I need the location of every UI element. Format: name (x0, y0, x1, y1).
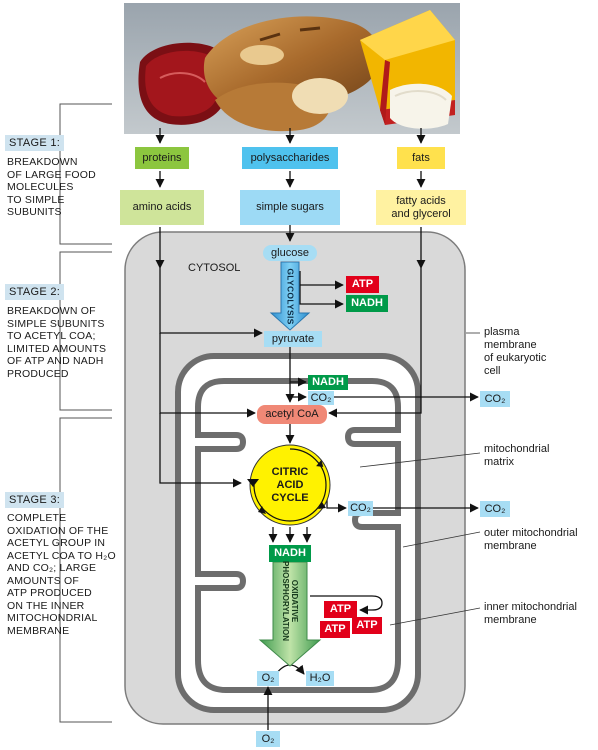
simple-sugars-box: simple sugars (240, 190, 340, 225)
stage-3-line: COMPLETE (7, 512, 67, 524)
glycolysis-arrow (269, 261, 311, 331)
oxidative-phosphorylation-arrow (258, 561, 322, 667)
pyruvate-box: pyruvate (264, 331, 322, 347)
stage-3-description: COMPLETE OXIDATION OF THE ACETYL GROUP I… (7, 512, 116, 637)
co2-out-box-2: CO₂ (480, 501, 510, 517)
stage-2-description: BREAKDOWN OF SIMPLE SUBUNITS TO ACETYL C… (7, 305, 106, 380)
stage-1-description: BREAKDOWN OF LARGE FOOD MOLECULES TO SIM… (7, 156, 96, 219)
fatty-acids-line: and glycerol (391, 207, 451, 220)
food-photo (124, 3, 460, 134)
o2-mito-box: O₂ (257, 671, 279, 686)
atp-glycolysis-box: ATP (346, 276, 379, 293)
matrix-line: mitochondrial (484, 443, 550, 455)
amino-acids-box: amino acids (120, 190, 204, 225)
glycolysis-label: GLYCOLYSIS (285, 267, 296, 325)
oxphos-label: OXIDATIVE PHOSPHORYLATION (281, 561, 299, 641)
bread-image (203, 16, 381, 132)
stage-3-line: ACETYL GROUP IN (7, 537, 106, 549)
atp-oxphos-box-3: ATP (352, 617, 382, 634)
plasma-membrane-line: of eukaryotic (484, 352, 547, 364)
oxphos-line: PHOSPHORYLATION (281, 560, 291, 642)
stage-3-line: MITOCHONDRIAL (7, 612, 98, 624)
oxphos-label-wrap: OXIDATIVE PHOSPHORYLATION (276, 561, 304, 641)
co2-out-box-1: CO₂ (480, 391, 510, 407)
arrow-glycolysis-to-nadh (299, 285, 344, 309)
cycle-line: CYCLE (271, 491, 309, 504)
plasma-membrane-line: cell (484, 365, 501, 377)
inner-membrane-line: inner mitochondrial (484, 601, 577, 613)
stage-3-line: ON THE INNER (7, 599, 85, 612)
plasma-membrane-line: plasma (484, 326, 520, 338)
matrix-line: matrix (484, 456, 514, 468)
inner-membrane-label: inner mitochondrial membrane (484, 601, 577, 627)
glucose-box: glucose (263, 245, 317, 261)
stage-3-title: STAGE 3: (5, 492, 65, 508)
plasma-membrane-label: plasma membrane of eukaryotic cell (484, 326, 546, 378)
nadh-cycle-box: NADH (269, 545, 311, 562)
stage-3-line: AND CO₂; LARGE (7, 562, 97, 574)
atp-oxphos-box-1: ATP (324, 601, 357, 618)
nadh-pyruvate-box: NADH (308, 375, 348, 390)
stage-3-line: ACETYL CoA TO H₂O (7, 549, 116, 562)
stage-3-line: AMOUNTS OF (7, 574, 79, 587)
fatty-acids-line: fatty acids (396, 194, 446, 207)
stage-2-line: OF ATP AND NADH (7, 355, 104, 367)
stage-1-line: OF LARGE FOOD (7, 168, 96, 181)
citric-acid-cycle-label: CITRIC ACID CYCLE (260, 460, 320, 510)
stage-brackets (59, 103, 112, 723)
label-pointer-lines (359, 332, 481, 626)
acetyl-coa-box: acetyl CoA (257, 405, 327, 424)
outer-membrane-line: outer mitochondrial (484, 527, 578, 539)
stage-1-title: STAGE 1: (5, 135, 65, 151)
stage-1-line: BREAKDOWN (7, 156, 78, 168)
stage-2-title: STAGE 2: (5, 284, 65, 300)
outer-membrane-label: outer mitochondrial membrane (484, 527, 578, 553)
stage-2-line: SIMPLE SUBUNITS (7, 317, 105, 330)
matrix-label: mitochondrial matrix (484, 443, 549, 469)
cycle-line: CITRIC (271, 465, 309, 478)
citric-acid-cycle-circle (247, 444, 331, 526)
stage-3-line: ATP PRODUCED (7, 587, 92, 599)
stage-3-line: MEMBRANE (7, 624, 70, 637)
proteins-box: proteins (135, 147, 189, 169)
stage-2-line: LIMITED AMOUNTS (7, 342, 107, 355)
cytosol-label: CYTOSOL (188, 262, 241, 274)
cheese-image (360, 10, 455, 129)
arrow-oxphos-to-atp (310, 595, 383, 615)
o2-outside-box: O₂ (256, 731, 280, 747)
fatty-acids-box: fatty acids and glycerol (376, 190, 466, 225)
glycolysis-label-wrap: GLYCOLYSIS (277, 268, 303, 324)
fats-box: fats (397, 147, 445, 169)
co2-cycle-box: CO₂ (348, 501, 373, 516)
stage-3-line: OXIDATION OF THE (7, 524, 109, 537)
plasma-membrane-line: membrane (484, 339, 537, 351)
arrow-amino-acids-to-cycle (159, 413, 242, 488)
stage-1-line: SUBUNITS (7, 206, 62, 218)
cycle-line: ACID (276, 478, 304, 491)
stage-2-line: PRODUCED (7, 367, 69, 380)
nadh-glycolysis-box: NADH (346, 295, 388, 312)
atp-oxphos-box-2: ATP (320, 621, 350, 638)
polysaccharides-box: polysaccharides (242, 147, 338, 169)
stage-1-line: MOLECULES (7, 181, 74, 193)
oxphos-line: OXIDATIVE (290, 579, 300, 623)
h2o-box: H₂O (306, 671, 334, 686)
co2-pyruvate-box: CO₂ (308, 391, 334, 405)
arrow-fatty-acids-to-acetyl-coa (328, 268, 422, 418)
outer-membrane-line: membrane (484, 540, 537, 552)
inner-membrane-line: membrane (484, 614, 537, 626)
stage-2-line: BREAKDOWN OF (7, 305, 96, 317)
stage-1-line: TO SIMPLE (7, 193, 65, 206)
stage-2-line: TO ACETYL CoA; (7, 330, 96, 342)
